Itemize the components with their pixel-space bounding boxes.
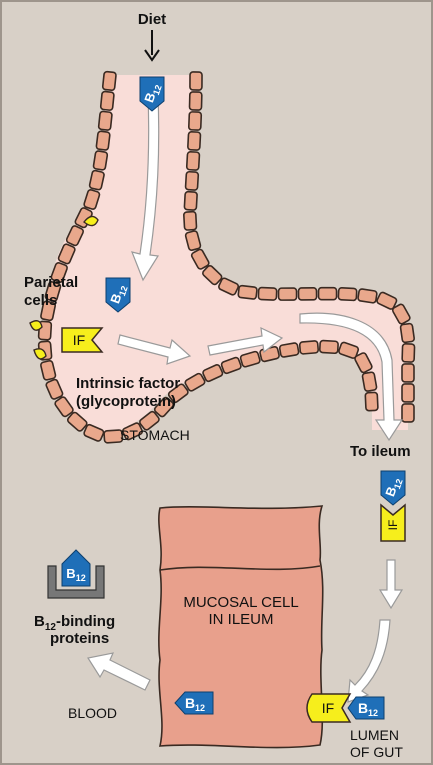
wall-segment — [184, 212, 197, 231]
wall-segment — [400, 323, 414, 342]
wall-segment — [402, 364, 414, 382]
wall-segment — [98, 111, 112, 130]
diet-label: Diet — [138, 11, 166, 28]
wall-segment — [189, 92, 201, 110]
wall-segment — [320, 340, 339, 353]
intrinsic-factor-label-1: Intrinsic factor — [76, 375, 180, 392]
wall-segment — [279, 288, 297, 300]
wall-segment — [185, 172, 198, 191]
b12-tag-lumen: B12 — [348, 697, 384, 719]
wall-segment — [184, 192, 197, 211]
svg-text:IF: IF — [322, 700, 334, 716]
parietal-cells-label-2: cells — [24, 292, 57, 309]
mucosal-cell-label-2: IN ILEUM — [208, 611, 273, 628]
binding-proteins-label-2: proteins — [50, 630, 109, 647]
wall-segment — [319, 288, 337, 300]
wall-segment — [402, 344, 415, 362]
wall-segment — [238, 285, 257, 299]
wall-segment — [100, 91, 114, 110]
wall-segment — [102, 71, 116, 90]
wall-segment — [190, 72, 202, 90]
wall-segment — [402, 384, 414, 402]
wall-segment — [96, 131, 110, 150]
wall-segment — [402, 404, 414, 422]
blood-label: BLOOD — [68, 705, 117, 721]
mucosal-cell-label-1: MUCOSAL CELL — [183, 594, 298, 611]
wall-segment — [258, 287, 276, 300]
wall-segment — [188, 132, 201, 151]
wall-segment — [189, 112, 202, 130]
lumen-label-1: LUMEN — [350, 727, 399, 743]
svg-text:IF: IF — [73, 332, 85, 348]
svg-text:IF: IF — [386, 520, 400, 531]
wall-segment — [93, 151, 108, 171]
intrinsic-factor-label-2: (glycoprotein) — [76, 393, 176, 410]
stomach-label: STOMACH — [120, 427, 190, 443]
wall-segment — [362, 372, 377, 392]
wall-segment — [187, 152, 200, 171]
parietal-cells-label-1: Parietal — [24, 274, 78, 291]
wall-segment — [279, 343, 299, 358]
wall-segment — [338, 288, 357, 301]
to-ileum-label: To ileum — [350, 443, 411, 460]
wall-segment — [365, 392, 378, 411]
lumen-label-2: OF GUT — [350, 744, 403, 760]
wall-segment — [300, 341, 319, 354]
wall-segment — [358, 289, 378, 304]
wall-segment — [298, 288, 316, 300]
